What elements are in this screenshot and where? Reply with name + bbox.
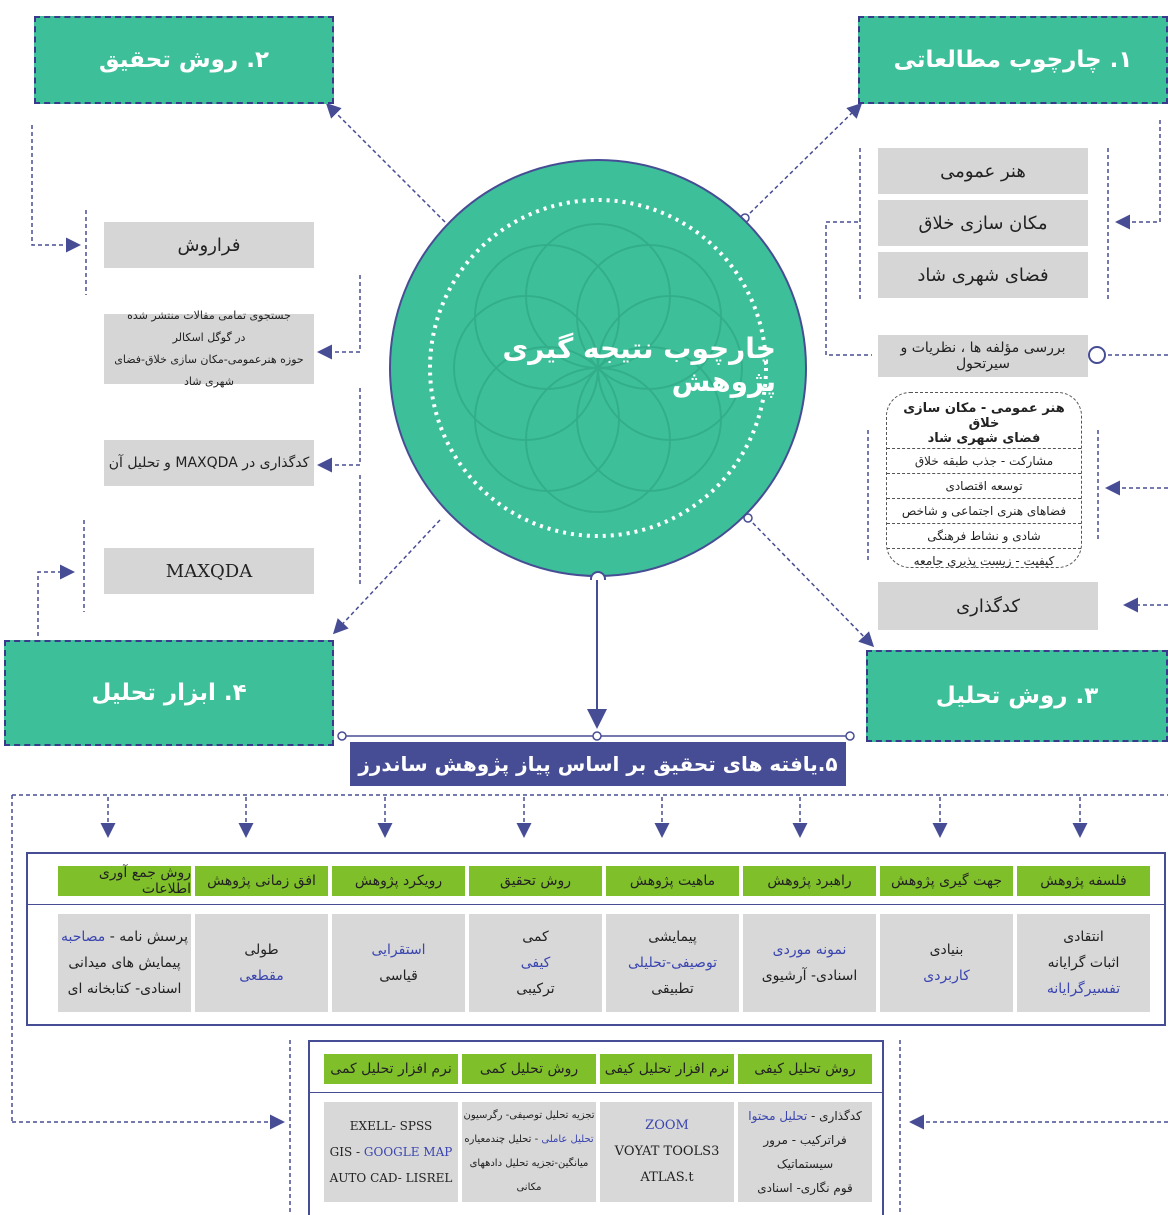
cell-text: تطبیقی — [651, 981, 694, 997]
header-strategy: راهبرد پژوهش — [743, 866, 876, 896]
header-philosophy: فلسفه پژوهش — [1017, 866, 1150, 896]
center-circle — [389, 159, 807, 580]
cell-orientation: بنیادی کاربردی — [880, 914, 1013, 1012]
cell-text: ترکیبی — [516, 981, 555, 997]
header-quantitative-software: نرم افزار تحلیل کمی — [324, 1054, 458, 1084]
cell-text: توصیفی-تحلیلی — [627, 955, 718, 971]
cell-text: میانگین-تجزیه تحلیل دادههای مکانی — [469, 1158, 589, 1193]
cell-text: فراترکیب - مرور سیستماتیک — [763, 1133, 847, 1171]
cell-text: VOYAT TOOLS3 — [614, 1144, 720, 1159]
cell-text: کدگذاری - تحلیل محتوا — [748, 1109, 862, 1123]
metamethod-box: فراروش — [104, 222, 314, 268]
search-line-2: در گوگل اسکالر — [172, 331, 246, 344]
component-item: شادی و نشاط فرهنگی — [887, 524, 1081, 549]
cell-text: بنیادی — [929, 942, 964, 958]
analysis-header-row: روش تحلیل کیفی نرم افزار تحلیل کیفی روش … — [320, 1054, 872, 1084]
header-quantitative-method: روش تحلیل کمی — [462, 1054, 596, 1084]
header-orientation: جهت گیری پژوهش — [880, 866, 1013, 896]
item-happy-urban-space: فضای شهری شاد — [878, 252, 1088, 298]
cell-text: طولی — [244, 942, 279, 958]
component-item: مشارکت - جذب طبقه خلاق — [887, 449, 1081, 474]
coding-box: کدگذاری — [878, 582, 1098, 630]
header-data-collection: روش جمع آوری اطلاعات — [58, 865, 191, 897]
onion-value-row: انتقادی اثبات گرایانه تفسیرگرایانه بنیاد… — [42, 914, 1150, 1012]
header-nature: ماهیت پژوهش — [606, 866, 739, 896]
components-head-2: فضای شهری شاد — [887, 431, 1081, 449]
header-method: روش تحقیق — [469, 866, 602, 896]
component-item: کیفیت - زیست پذیری جامعه — [913, 554, 1055, 568]
cell-text: ATLAS.t — [640, 1170, 694, 1185]
box-research-method: ۲. روش تحقیق — [34, 16, 334, 104]
cell-text: قوم نگاری- اسنادی — [757, 1181, 853, 1195]
box4-title: ۴. ابزار تحلیل — [91, 680, 247, 706]
onion-header-row: فلسفه پژوهش جهت گیری پژوهش راهبرد پژوهش … — [42, 865, 1150, 897]
findings-banner: ۵.یافته های تحقیق بر اساس پیاز پژوهش سان… — [350, 742, 846, 786]
cell-quantitative-software: EXELL- SPSS GIS - GOOGLE MAP AUTO CAD- L… — [324, 1102, 458, 1202]
cell-quantitative-method: تجزیه تحلیل توصیفی- رگرسیون تحلیل عاملی … — [462, 1102, 596, 1202]
cell-philosophy: انتقادی اثبات گرایانه تفسیرگرایانه — [1017, 914, 1150, 1012]
header-qualitative-software: نرم افزار تحلیل کیفی — [600, 1054, 734, 1084]
search-line-1: جستجوی تمامی مقالات منتشر شده — [127, 309, 291, 322]
cell-text: تجزیه تحلیل توصیفی- رگرسیون — [463, 1110, 595, 1121]
cell-text: کمی — [522, 929, 549, 945]
maxqda-coding-box: کدگذاری در MAXQDA و تحلیل آن — [104, 440, 314, 486]
cell-text: قیاسی — [379, 968, 418, 984]
cell-approach: استقرایی قیاسی — [332, 914, 465, 1012]
search-articles-box: جستجوی تمامی مقالات منتشر شده در گوگل اس… — [104, 309, 314, 388]
analysis-value-row: کدگذاری - تحلیل محتوا فراترکیب - مرور سی… — [320, 1102, 872, 1202]
cell-nature: پیمایشی توصیفی-تحلیلی تطبیقی — [606, 914, 739, 1012]
cell-text: EXELL- SPSS — [349, 1119, 433, 1133]
search-line-3: حوزه هنرعمومی-مکان سازی خلاق-فضای شهری ش… — [114, 353, 304, 388]
cell-data-collection: پرسش نامه - مصاحبه پیمایش های میدانی اسن… — [58, 914, 191, 1012]
components-list: هنر عمومی - مکان سازی خلاق فضای شهری شاد… — [886, 392, 1082, 568]
cell-method: کمی کیفی ترکیبی — [469, 914, 602, 1012]
component-item: توسعه اقتصادی — [887, 474, 1081, 499]
center-title: چارچوب نتیجه گیری پژوهش — [502, 332, 776, 398]
header-qualitative-method: روش تحلیل کیفی — [738, 1054, 872, 1084]
cell-text: پیمایشی — [648, 929, 697, 945]
item-public-art: هنر عمومی — [878, 148, 1088, 194]
cell-text: مقطعی — [239, 968, 284, 984]
cell-qualitative-software: ZOOM VOYAT TOOLS3 ATLAS.t — [600, 1102, 734, 1202]
cell-text: کاربردی — [923, 968, 970, 984]
box-analysis-method: ۳. روش تحلیل — [866, 650, 1168, 742]
cell-text: اسنادی- آرشیوی — [761, 968, 858, 984]
header-time-horizon: افق زمانی پژوهش — [195, 866, 328, 896]
cell-text: اثبات گرایانه — [1047, 955, 1120, 971]
cell-text: AUTO CAD- LISREL — [329, 1171, 453, 1185]
cell-text: پیمایش های میدانی — [68, 955, 181, 971]
components-head-1: هنر عمومی - مکان سازی خلاق — [903, 401, 1065, 431]
cell-time-horizon: طولی مقطعی — [195, 914, 328, 1012]
cell-text: GIS - GOOGLE MAP — [329, 1145, 453, 1159]
box-analysis-tool: ۴. ابزار تحلیل — [4, 640, 334, 746]
cell-text: استقرایی — [371, 942, 426, 958]
cell-text: پرسش نامه - مصاحبه — [60, 929, 189, 945]
cell-text: تفسیرگرایانه — [1046, 981, 1121, 997]
cell-text: کیفی — [520, 955, 551, 971]
maxqda-box: MAXQDA — [104, 548, 314, 594]
header-approach: رویکرد پژوهش — [332, 866, 465, 896]
box-study-framework: ۱. چارچوب مطالعاتی — [858, 16, 1168, 104]
box3-title: ۳. روش تحلیل — [935, 683, 1099, 709]
cell-text: تحلیل عاملی - تحلیل چندمعیاره — [464, 1134, 594, 1145]
cell-text: ZOOM — [645, 1118, 689, 1133]
cell-text: اسنادی- کتابخانه ای — [67, 981, 182, 997]
analysis-table: روش تحلیل کیفی نرم افزار تحلیل کیفی روش … — [308, 1040, 884, 1215]
review-box: بررسی مؤلفه ها ، نظریات و سیرتحول — [878, 335, 1088, 377]
component-item: فضاهای هنری اجتماعی و شاخص — [887, 499, 1081, 524]
box1-title: ۱. چارچوب مطالعاتی — [893, 47, 1133, 73]
cell-text: انتقادی — [1063, 929, 1104, 945]
item-creative-placemaking: مکان سازی خلاق — [878, 200, 1088, 246]
cell-text: نمونه موردی — [772, 942, 847, 958]
cell-strategy: نمونه موردی اسنادی- آرشیوی — [743, 914, 876, 1012]
box2-title: ۲. روش تحقیق — [99, 47, 269, 73]
onion-table: فلسفه پژوهش جهت گیری پژوهش راهبرد پژوهش … — [26, 852, 1166, 1026]
cell-qualitative-method: کدگذاری - تحلیل محتوا فراترکیب - مرور سی… — [738, 1102, 872, 1202]
